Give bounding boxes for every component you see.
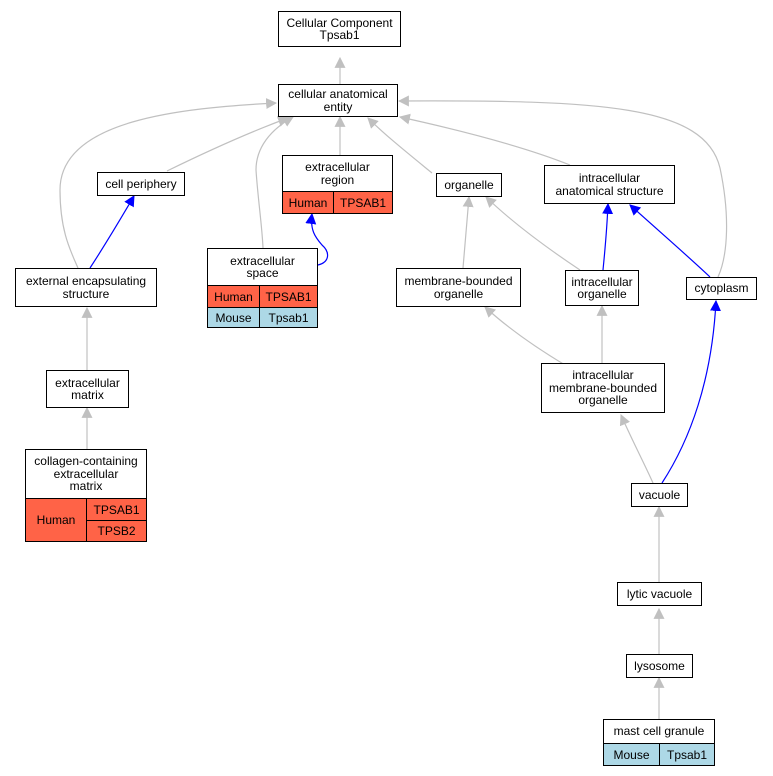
edge-cellper-to-cae <box>166 116 290 172</box>
node-intracellular-anatomical-structure[interactable]: intracellular anatomical structure <box>544 165 675 204</box>
species-cell-human: Human <box>26 498 87 541</box>
species-cell-human: Human <box>283 191 334 213</box>
species-cell-mouse: Mouse <box>208 307 260 327</box>
node-line: cell periphery <box>105 176 177 191</box>
node-line: organelle <box>433 286 484 301</box>
edge-ext-encap-to-cae <box>59 98 278 269</box>
node-line: collagen-containing <box>34 454 138 469</box>
gene-cell: Tpsab1 <box>660 743 714 765</box>
node-line: cellular anatomical <box>288 87 388 101</box>
node-line: space <box>246 266 279 280</box>
gene-cell: TPSAB1 <box>260 285 317 307</box>
node-line: cytoplasm <box>694 281 749 296</box>
node-cellular-component[interactable]: Cellular Component Tpsab1 <box>278 11 401 47</box>
node-line: region <box>320 172 355 187</box>
edge-ext-encap-to-cellper <box>89 195 135 269</box>
node-vacuole[interactable]: vacuole <box>631 483 688 507</box>
node-line: intracellular <box>571 274 633 289</box>
node-line: anatomical structure <box>555 183 664 198</box>
edge-membound-to-organelle <box>462 195 474 269</box>
node-cellular-anatomical-entity[interactable]: cellular anatomical entity <box>278 84 398 117</box>
node-line: extracellular <box>55 375 120 390</box>
node-lysosome[interactable]: lysosome <box>626 654 693 678</box>
node-cytoplasm[interactable]: cytoplasm <box>686 277 757 300</box>
node-collagen-containing-extracellular-matrix[interactable]: collagen-containing extracellular matrix… <box>25 449 147 542</box>
node-line: matrix <box>71 388 104 402</box>
node-line: organelle <box>444 177 494 192</box>
node-line: entity <box>323 99 353 114</box>
node-extracellular-region[interactable]: extracellular region Human TPSAB1 <box>282 155 393 214</box>
node-line: organelle <box>577 287 627 301</box>
edge-intorg-to-organelle <box>485 196 581 271</box>
species-cell-mouse: Mouse <box>604 743 660 765</box>
node-organelle[interactable]: organelle <box>436 173 502 197</box>
node-line: lysosome <box>634 658 685 673</box>
node-line: Cellular Component <box>286 15 393 30</box>
node-line: extracellular <box>53 466 119 481</box>
gene-cell: TPSAB1 <box>87 498 146 520</box>
node-line: structure <box>62 286 110 301</box>
node-intracellular-membrane-bounded-organelle[interactable]: intracellular membrane-bounded organelle <box>541 363 665 413</box>
node-line: lytic vacuole <box>626 586 693 601</box>
node-external-encapsulating-structure[interactable]: external encapsulating structure <box>15 268 157 307</box>
node-cell-periphery[interactable]: cell periphery <box>97 172 185 196</box>
node-membrane-bounded-organelle[interactable]: membrane-bounded organelle <box>396 268 521 307</box>
node-intracellular-organelle[interactable]: intracellular organelle <box>565 270 639 306</box>
node-extracellular-matrix[interactable]: extracellular matrix <box>46 370 129 408</box>
node-line: intracellular <box>572 368 634 383</box>
edge-ias-to-cae <box>398 113 571 166</box>
node-line: external encapsulating <box>25 274 147 288</box>
node-line: mast cell granule <box>613 724 705 739</box>
node-line: membrane-bounded <box>548 380 658 395</box>
node-line: vacuole <box>638 487 681 502</box>
edge-organelle-to-cae <box>367 117 433 174</box>
edge-vacuole-to-cytoplasm <box>661 299 721 484</box>
node-line: Tpsab1 <box>319 28 360 42</box>
node-line: intracellular <box>578 171 641 185</box>
gene-cell: TPSAB1 <box>334 191 392 213</box>
gene-cell: TPSB2 <box>87 520 146 541</box>
edge-extspace-to-cae <box>255 116 294 249</box>
node-mast-cell-granule[interactable]: mast cell granule Mouse Tpsab1 <box>603 719 715 766</box>
edge-imbo-to-membound <box>484 306 566 366</box>
edge-vacuole-to-imbo <box>619 413 654 484</box>
node-lytic-vacuole[interactable]: lytic vacuole <box>617 582 702 606</box>
gene-cell: Tpsab1 <box>260 307 317 327</box>
node-extracellular-space[interactable]: extracellular space Human TPSAB1 Mouse T… <box>207 248 318 328</box>
node-line: organelle <box>578 393 628 408</box>
node-line: extracellular <box>230 253 295 268</box>
node-line: matrix <box>69 479 103 494</box>
edge-cytoplasm-to-ias <box>629 204 711 278</box>
node-line: extracellular <box>305 160 370 174</box>
edge-extspace-to-extreg <box>305 212 329 266</box>
edge-cytoplasm-to-cae <box>397 95 728 278</box>
species-cell-human: Human <box>208 285 260 307</box>
node-line: membrane-bounded <box>404 274 513 288</box>
edge-intorg-to-ias <box>602 202 614 271</box>
